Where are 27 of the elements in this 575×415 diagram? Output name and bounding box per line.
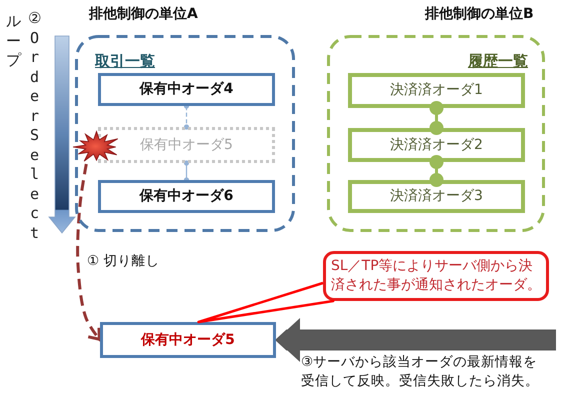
settled-order-box: [348, 180, 525, 213]
connector-line: [430, 101, 444, 135]
order-box: [100, 322, 276, 358]
vertical-label: ループ: [6, 12, 21, 70]
block-arrow: [276, 318, 556, 362]
connector-line: [430, 155, 444, 187]
order-name: 保有中オーダ4: [140, 81, 234, 98]
list-heading: 取引一覧: [95, 52, 155, 70]
order-name: 保有中オーダ5: [140, 136, 233, 154]
dashed-arrow: [76, 164, 102, 341]
settled-order-box: [348, 128, 525, 162]
connector-line: [184, 160, 190, 183]
list-heading: 履歴一覧: [468, 52, 528, 70]
order-name: 決済済オーダ3: [390, 188, 483, 205]
callout-box: [323, 251, 549, 301]
order-name: 決済済オーダ1: [390, 82, 483, 99]
order-name: 保有中オーダ5: [141, 332, 235, 348]
settled-order-box: [348, 73, 525, 108]
group-heading: 排他制御の単位B: [425, 6, 534, 23]
vertical-label: ②OrderSelect: [27, 9, 42, 243]
order-box: [98, 73, 275, 106]
group-heading: 排他制御の単位A: [89, 6, 198, 23]
callout-text: SL／TP等によりサーバ側から決済された事が通知されたオーダ。: [331, 257, 541, 295]
connector-line: [184, 103, 190, 130]
order-box: [98, 180, 275, 213]
order-name: 決済済オーダ2: [390, 136, 483, 154]
order-name: 保有中オーダ6: [140, 188, 234, 205]
